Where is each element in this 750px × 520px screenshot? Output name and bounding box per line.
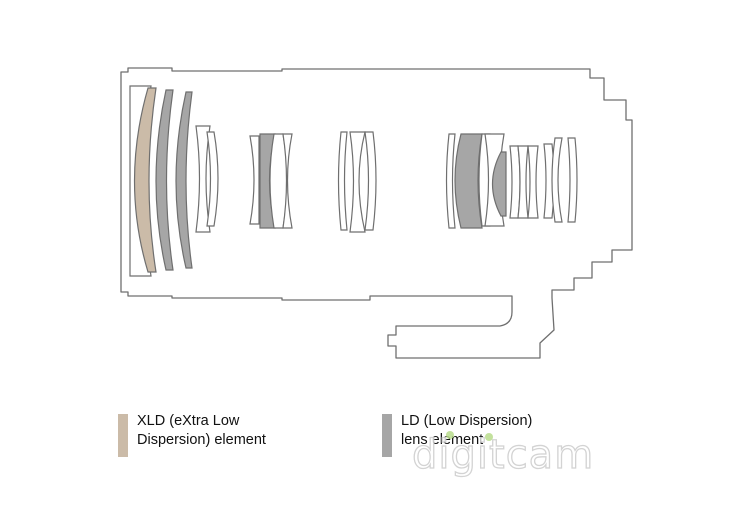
lens-element-3c <box>282 133 293 229</box>
watermark-dot-2 <box>485 433 493 441</box>
lens-element-6f <box>567 137 578 223</box>
lens-element-2a <box>195 125 211 233</box>
legend-ld: LD (Low Dispersion) lens element <box>382 412 532 457</box>
lens-element-5a <box>445 133 456 229</box>
lens-element-4b <box>349 131 366 233</box>
legend-ld-line1: LD (Low Dispersion) <box>401 413 533 429</box>
legend-xld-swatch <box>118 414 128 457</box>
lens-element-3a <box>249 135 260 225</box>
ld-element-4 <box>454 133 483 229</box>
legend-ld-line2: lens element <box>401 432 484 448</box>
lens-element-6e <box>551 137 563 223</box>
ld-element-2 <box>175 91 193 269</box>
legend-ld-label: LD (Low Dispersion) lens element <box>401 412 532 450</box>
watermark-dot-1 <box>446 431 454 439</box>
lens-element-4a <box>337 131 348 231</box>
legend-xld: XLD (eXtra Low Dispersion) element <box>118 412 266 457</box>
watermark: digitcam <box>411 431 595 478</box>
ld-element-5 <box>492 151 507 217</box>
lens-barrel-outline <box>120 67 633 359</box>
legend-ld-swatch <box>382 414 392 457</box>
legend-xld-line2: Dispersion) element <box>137 432 266 448</box>
lens-element-6c <box>527 145 539 219</box>
lens-element-2b <box>206 131 219 227</box>
legend-xld-line1: XLD (eXtra Low <box>137 413 240 429</box>
legend-xld-label: XLD (eXtra Low Dispersion) element <box>137 412 266 450</box>
xld-element <box>133 87 157 273</box>
lens-element-4c <box>364 131 377 231</box>
ld-element-1 <box>155 89 174 271</box>
lens-element-6b <box>517 145 529 219</box>
